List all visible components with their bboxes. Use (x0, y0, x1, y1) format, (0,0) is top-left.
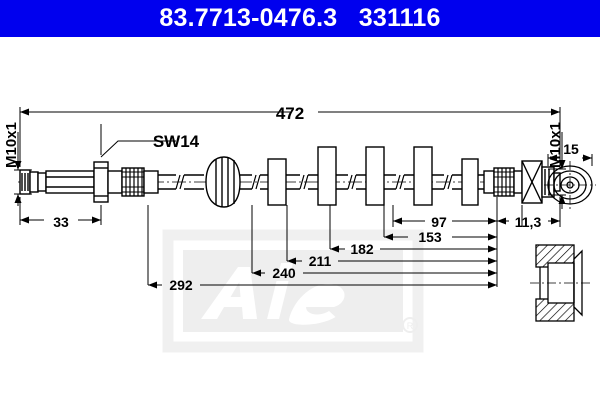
dimension-97 (392, 205, 497, 227)
leader-sw14 (100, 140, 176, 158)
left-end-fitting (19, 161, 159, 203)
bracket-clip-240 (317, 146, 337, 206)
dimension-m10x1-left (14, 132, 32, 206)
protective-boot (205, 156, 241, 208)
dimension-182 (329, 205, 497, 253)
detail-end-view (544, 154, 596, 209)
bracket-clip-211 (365, 146, 385, 206)
label-left-fitting-length: 33 (53, 214, 69, 230)
dimension-240 (251, 205, 497, 277)
label-thread-left: M10x1 (3, 122, 20, 168)
label-end-view-width: 15 (563, 141, 579, 157)
hose-tube-4 (336, 174, 366, 190)
dimension-153 (383, 205, 497, 241)
label-clip-292: 292 (169, 277, 193, 293)
hose-assembly (18, 146, 561, 208)
technical-drawing: R (0, 37, 600, 400)
label-clip-240: 240 (272, 265, 296, 281)
hose-tube (158, 174, 204, 190)
dimension-211 (286, 205, 497, 265)
detail-section-view (530, 244, 590, 322)
dimension-lines (14, 107, 566, 289)
bracket-clip-292 (267, 158, 287, 206)
label-clip-182: 182 (350, 241, 374, 257)
label-overall-length: 472 (276, 104, 304, 123)
label-thread-right: M10x1 (547, 122, 564, 168)
dimension-292 (147, 205, 497, 289)
svg-text:R: R (407, 321, 414, 331)
bracket-clip-153 (461, 158, 479, 206)
left-crimp-ferrule (121, 167, 145, 197)
hose-tube-6 (432, 174, 462, 190)
right-end-fitting (478, 160, 561, 204)
hose-tube-2 (240, 174, 268, 190)
ate-watermark: R (162, 229, 424, 353)
header-bar (0, 0, 600, 37)
label-clip-153: 153 (418, 229, 442, 245)
hose-tube-5 (384, 174, 414, 190)
right-crimp-ferrule (493, 167, 515, 197)
bracket-clip-182 (413, 146, 433, 206)
page-title: 83.7713-0476.3 331116 (159, 4, 441, 32)
label-right-end-offset: 11,3 (515, 214, 542, 230)
hose-tube-3 (286, 174, 318, 190)
label-right-fitting-length: 97 (431, 214, 447, 230)
label-wrench-size: SW14 (153, 132, 200, 151)
label-clip-211: 211 (309, 253, 332, 269)
